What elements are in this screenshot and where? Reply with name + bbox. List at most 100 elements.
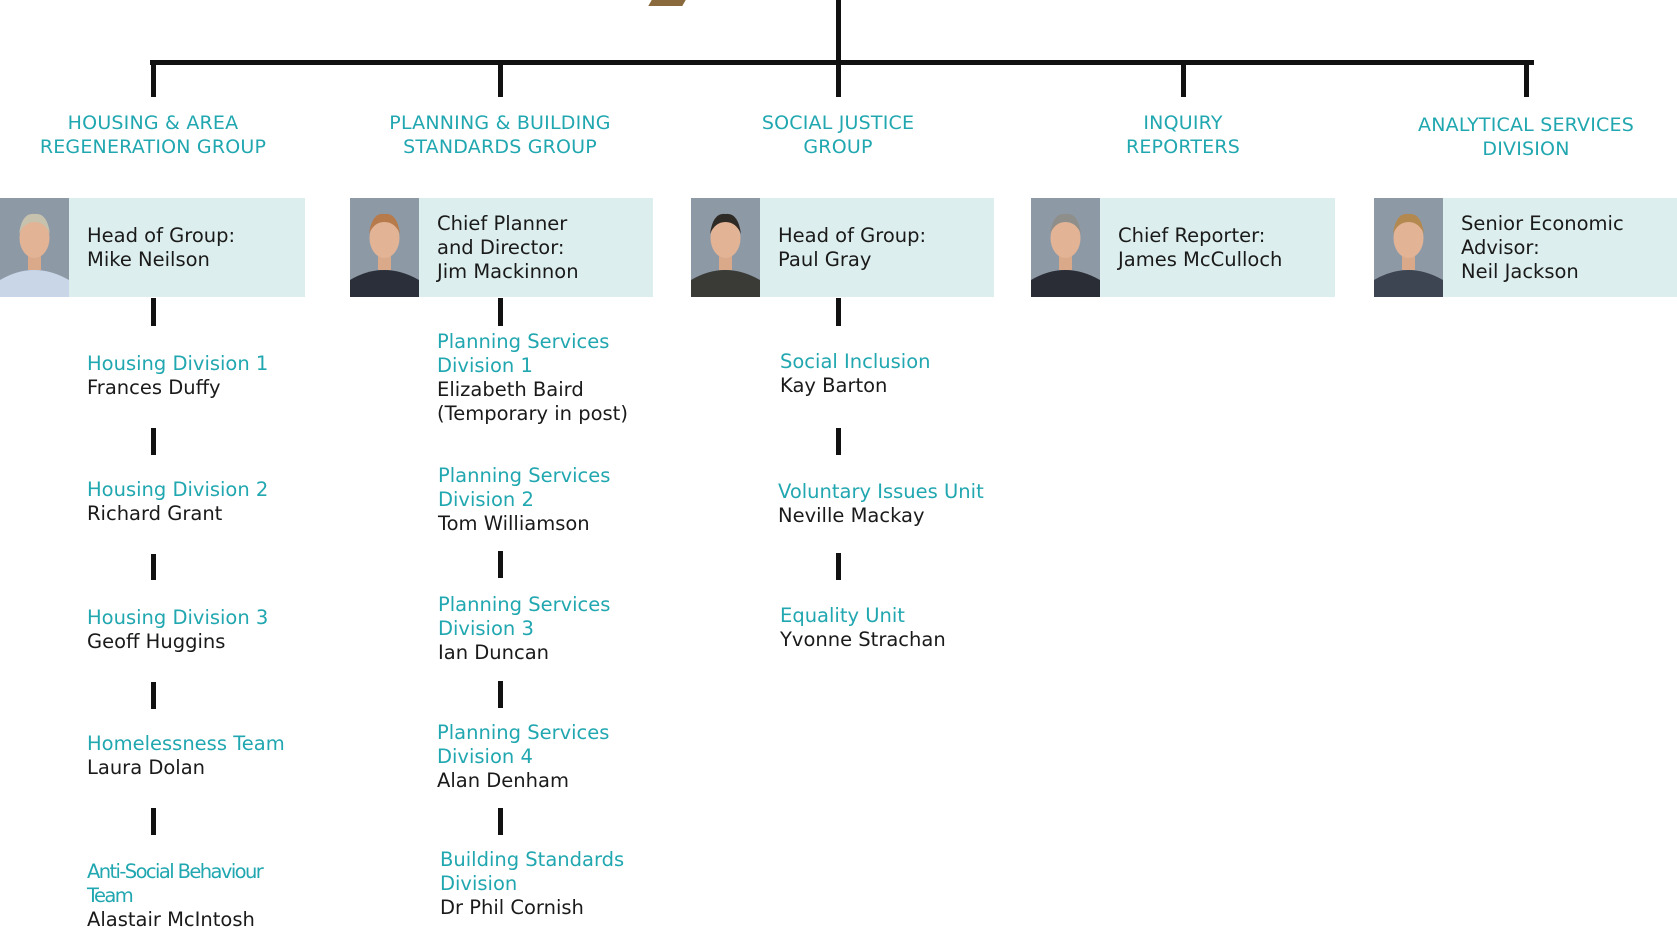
connector-stem — [151, 682, 156, 709]
unit-person-name: Ian Duncan — [438, 641, 550, 664]
unit-title: Division 1 — [437, 354, 533, 377]
head-text-line: and Director: — [437, 235, 565, 259]
group-head-card: Head of Group:Paul Gray — [691, 198, 994, 297]
head-details: Chief Reporter:James McCulloch — [1118, 198, 1323, 297]
unit-title: Division 2 — [438, 488, 534, 511]
connector-drop — [1181, 60, 1186, 97]
group-title-line: GROUP — [803, 136, 873, 158]
head-text-line: Jim Mackinnon — [437, 259, 579, 283]
unit-title: Building Standards — [440, 848, 625, 871]
unit-title: Planning Services — [437, 330, 610, 353]
unit-title: Anti-Social Behaviour Team — [87, 860, 264, 907]
unit-person-name: Alan Denham — [437, 769, 569, 792]
head-details: Head of Group:Paul Gray — [778, 198, 983, 297]
unit-title: Division 4 — [437, 745, 533, 768]
group-title-line: PLANNING & BUILDING — [389, 112, 611, 134]
connector-stem — [151, 554, 156, 580]
unit-title: Housing Division 2 — [87, 478, 269, 501]
unit-person-name: Tom Williamson — [438, 512, 590, 535]
unit-title: Equality Unit — [780, 604, 905, 627]
head-text-line: Chief Reporter: — [1118, 223, 1266, 247]
unit-title: Planning Services — [437, 721, 610, 744]
group-title-line: INQUIRY — [1143, 112, 1223, 134]
connector-stem — [836, 428, 841, 455]
person-portrait-icon — [1031, 198, 1100, 297]
connector-stem — [836, 298, 841, 326]
unit-title: Planning Services — [438, 464, 611, 487]
connector-stem — [498, 808, 503, 835]
head-text-line: Head of Group: — [87, 223, 236, 247]
unit-person-name: Neville Mackay — [778, 504, 925, 527]
unit-person-name: Laura Dolan — [87, 756, 206, 779]
connector-stem — [498, 551, 503, 578]
unit-person-name: Richard Grant — [87, 502, 223, 525]
group-title-line: ANALYTICAL SERVICES — [1418, 114, 1634, 136]
unit-title: Division — [440, 872, 518, 895]
unit-title: Voluntary Issues Unit — [778, 480, 984, 503]
unit-person-name: Dr Phil Cornish — [440, 896, 584, 919]
head-text-line: Neil Jackson — [1461, 259, 1579, 283]
group-title-line: REGENERATION GROUP — [39, 136, 267, 158]
unit-person-name: Alastair McIntosh — [87, 908, 255, 931]
group-title-line: STANDARDS GROUP — [403, 136, 597, 158]
connector-drop — [836, 60, 841, 97]
group-head-card: Head of Group:Mike Neilson — [0, 198, 305, 297]
unit-person-name: Geoff Huggins — [87, 630, 226, 653]
head-text-line: Chief Planner — [437, 211, 568, 235]
connector-trunk — [836, 0, 841, 62]
connector-bus — [150, 60, 1534, 65]
person-portrait-icon — [1374, 198, 1443, 297]
person-portrait-icon — [691, 198, 760, 297]
unit-title: Division 3 — [438, 617, 534, 640]
group-title-line: HOUSING & AREA — [67, 112, 239, 134]
unit-person-note: (Temporary in post) — [437, 402, 628, 425]
group-title-line: SOCIAL JUSTICE — [761, 112, 915, 134]
head-details: Head of Group:Mike Neilson — [87, 198, 292, 297]
head-text-line: Mike Neilson — [87, 247, 210, 271]
unit-person-name: Yvonne Strachan — [780, 628, 946, 651]
unit-person-name: Kay Barton — [780, 374, 888, 397]
connector-stem — [498, 298, 503, 326]
group-title-line: DIVISION — [1482, 138, 1570, 160]
connector-stem — [151, 298, 156, 326]
unit-title: Social Inclusion — [780, 350, 931, 373]
decorative-shape — [648, 0, 686, 6]
person-portrait-icon — [0, 198, 69, 297]
head-text-line: Advisor: — [1461, 235, 1540, 259]
unit-person-name: Elizabeth Baird — [437, 378, 584, 401]
group-head-card: Chief Reporter:James McCulloch — [1031, 198, 1335, 297]
group-title-line: REPORTERS — [1125, 136, 1241, 158]
connector-stem — [151, 428, 156, 455]
head-text-line: Paul Gray — [778, 247, 872, 271]
connector-drop — [498, 60, 503, 97]
unit-title: Planning Services — [438, 593, 611, 616]
head-text-line: Senior Economic — [1461, 211, 1624, 235]
connector-drop — [1524, 60, 1529, 97]
connector-stem — [151, 808, 156, 835]
head-text-line: Head of Group: — [778, 223, 927, 247]
connector-stem — [498, 681, 503, 708]
connector-drop — [151, 60, 156, 97]
person-portrait-icon — [350, 198, 419, 297]
